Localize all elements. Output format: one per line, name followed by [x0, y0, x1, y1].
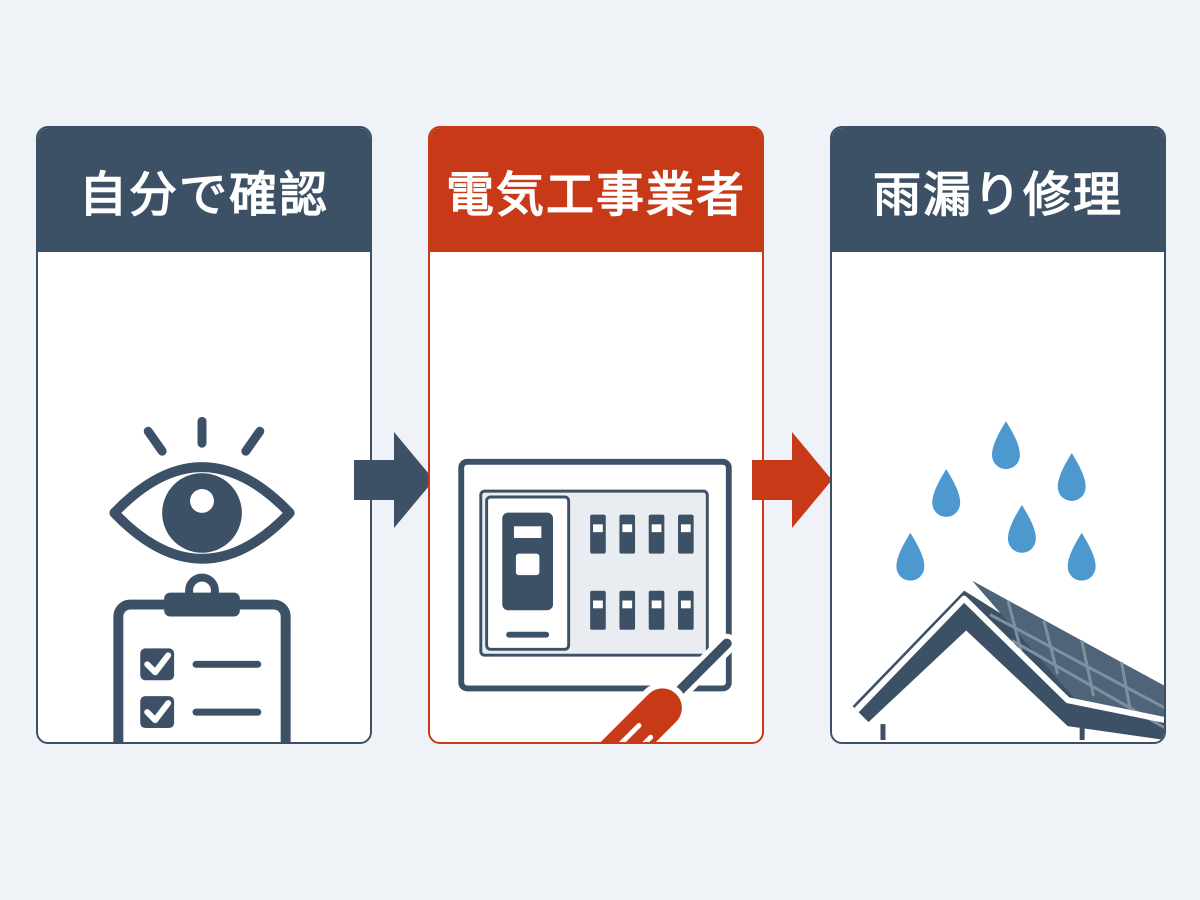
step-card-self-check: 自分で確認	[36, 126, 372, 744]
roof-icon	[852, 580, 1164, 741]
eye-icon	[109, 416, 295, 564]
screwdriver-icon	[592, 633, 737, 742]
eye-checklist-icon	[109, 416, 295, 742]
breaker-panel-screwdriver-icon	[458, 458, 737, 742]
breaker-panel-icon	[458, 458, 732, 692]
arrow-right-icon	[354, 432, 434, 528]
step-illustration-leak-repair	[832, 252, 1164, 742]
step-title-electrician: 電気工事業者	[430, 128, 762, 252]
step-card-leak-repair: 雨漏り修理	[830, 126, 1166, 744]
roof-rain-icon	[852, 421, 1164, 741]
arrow-right-icon	[752, 432, 832, 528]
step-title-self-check: 自分で確認	[38, 128, 370, 252]
flow-arrow-1	[350, 430, 440, 530]
step-illustration-self-check	[38, 252, 370, 742]
step-card-electrician: 電気工事業者	[428, 126, 764, 744]
step-illustration-electrician	[430, 252, 762, 742]
raindrops-icon	[896, 421, 1096, 581]
step-title-leak-repair: 雨漏り修理	[832, 128, 1164, 252]
checklist-clipboard-icon	[113, 573, 291, 742]
flow-arrow-2	[748, 430, 838, 530]
